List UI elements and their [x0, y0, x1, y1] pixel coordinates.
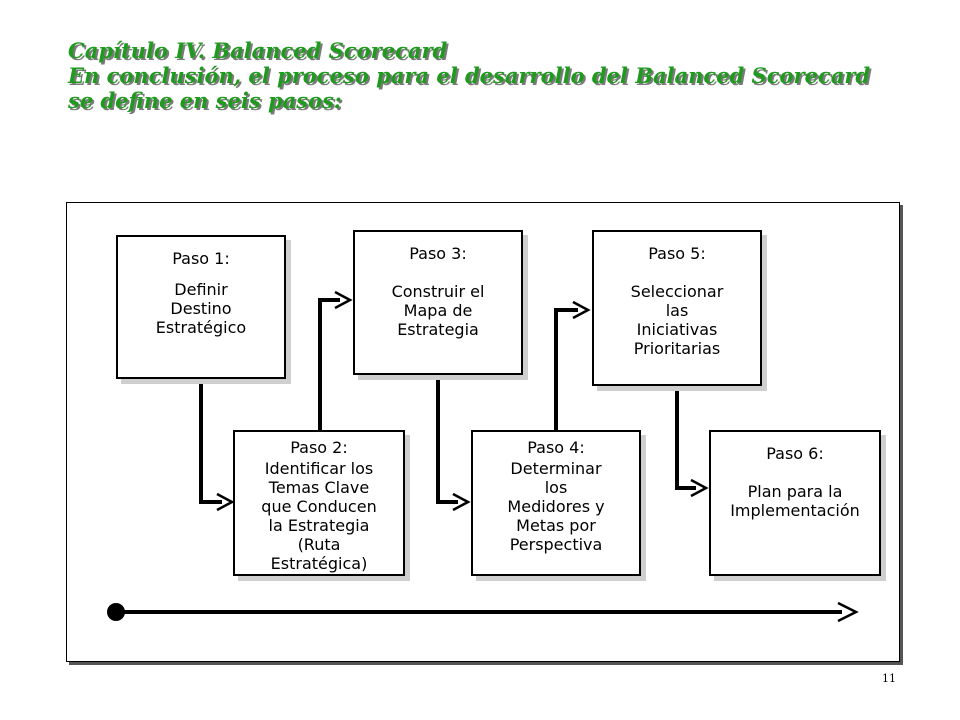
timeline-start-dot-icon — [107, 603, 125, 621]
step-4-box: Paso 4: Determinar los Medidores y Metas… — [471, 430, 641, 576]
connector-4-5 — [554, 308, 578, 430]
step-6-text: Plan para la Implementación — [730, 482, 860, 520]
step-6-label: Paso 6: — [766, 444, 824, 463]
arrowhead-4-icon — [452, 492, 471, 512]
step-2-label: Paso 2: — [290, 438, 348, 457]
connector-3-4 — [436, 376, 458, 504]
step-2-box: Paso 2: Identificar los Temas Clave que … — [233, 430, 405, 576]
connector-5-6 — [675, 388, 696, 490]
step-5-box: Paso 5: Seleccionar las Iniciativas Prio… — [592, 230, 762, 386]
slide-title: Capítulo IV. Balanced Scorecard — [68, 38, 448, 63]
step-6-box: Paso 6: Plan para la Implementación — [709, 430, 881, 576]
step-5-label: Paso 5: — [648, 244, 706, 263]
step-5-text: Seleccionar las Iniciativas Prioritarias — [630, 282, 724, 358]
slide-header: Capítulo IV. Balanced Scorecard En concl… — [68, 38, 928, 113]
slide-subtitle-line1: En conclusión, el proceso para el desarr… — [68, 63, 871, 88]
step-4-text: Determinar los Medidores y Metas por Per… — [507, 459, 605, 554]
connector-1-2 — [199, 380, 222, 504]
step-1-box: Paso 1: Definir Destino Estratégico — [116, 235, 286, 379]
step-3-box: Paso 3: Construir el Mapa de Estrategia — [353, 230, 523, 375]
slide-subtitle-line2: se define en seis pasos: — [68, 88, 342, 113]
timeline-arrowhead-icon — [837, 601, 859, 623]
connector-2-3 — [318, 298, 340, 430]
arrowhead-3-icon — [334, 290, 353, 310]
step-3-text: Construir el Mapa de Estrategia — [391, 282, 485, 339]
step-1-text: Definir Destino Estratégico — [155, 280, 247, 337]
arrowhead-2-icon — [216, 492, 235, 512]
step-1-label: Paso 1: — [172, 249, 230, 268]
step-4-label: Paso 4: — [527, 438, 585, 457]
arrowhead-6-icon — [690, 478, 709, 498]
step-2-text: Identificar los Temas Clave que Conducen… — [261, 459, 377, 573]
arrowhead-5-icon — [572, 300, 591, 320]
page-number: 11 — [882, 672, 896, 685]
step-3-label: Paso 3: — [409, 244, 467, 263]
